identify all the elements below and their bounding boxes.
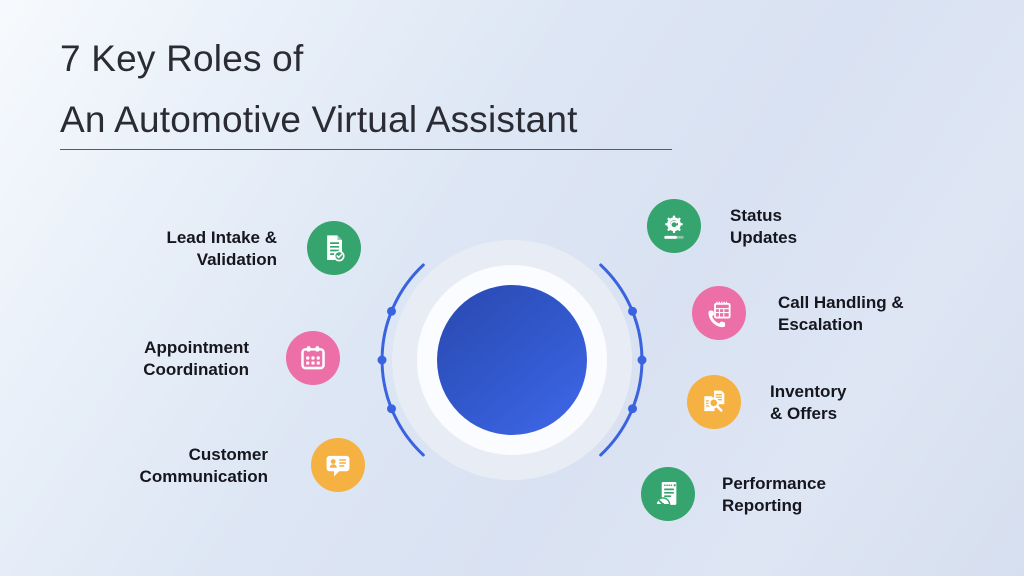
role-label-line1: Performance — [722, 474, 826, 493]
role-label-line2: Communication — [139, 466, 268, 486]
report-gauge-icon — [655, 482, 677, 506]
appointment-coordination-badge — [286, 331, 340, 385]
role-label-status-updates: Status Updates — [730, 205, 797, 248]
chat-user-icon — [326, 455, 350, 477]
role-label-line1: Status — [730, 206, 782, 225]
role-label-line1: Inventory — [770, 382, 847, 401]
lead-intake-validation-badge — [307, 221, 361, 275]
title-underline — [60, 149, 672, 150]
gear-sync-icon — [664, 215, 684, 239]
role-label-line1: Call Handling & — [778, 293, 904, 312]
role-label-customer-communication: Customer Communication — [140, 444, 268, 487]
call-handling-escalation-badge — [692, 286, 746, 340]
role-label-line1: Appointment — [144, 338, 249, 357]
arc-dots — [377, 306, 647, 414]
right-arc — [599, 263, 644, 457]
customer-communication-badge — [311, 438, 365, 492]
calendar-icon — [301, 346, 325, 370]
phone-calendar-icon — [708, 301, 731, 328]
role-label-line2: & Offers — [770, 403, 838, 423]
role-label-inventory-offers: Inventory & Offers — [770, 381, 847, 424]
docs-search-icon — [704, 390, 725, 412]
role-label-line2: Updates — [730, 227, 798, 247]
performance-reporting-badge — [641, 467, 695, 521]
role-label-line1: Customer — [188, 445, 268, 464]
role-label-line2: Escalation — [778, 314, 864, 334]
role-label-line2: Reporting — [722, 495, 803, 515]
role-label-line2: Coordination — [143, 359, 249, 379]
left-arc — [380, 263, 425, 457]
role-label-line2: Validation — [196, 249, 277, 269]
center-circle — [437, 285, 587, 435]
role-label-lead-intake-validation: Lead Intake & Validation — [166, 227, 277, 270]
role-label-call-handling-escalation: Call Handling & Escalation — [778, 292, 904, 335]
center-arcs — [377, 263, 647, 457]
role-label-performance-reporting: Performance Reporting — [722, 473, 826, 516]
page-title: 7 Key Roles of An Automotive Virtual Ass… — [60, 28, 578, 150]
page-title-line2: An Automotive Virtual Assistant — [60, 99, 578, 140]
role-label-appointment-coordination: Appointment Coordination — [143, 337, 249, 380]
document-check-icon — [327, 235, 345, 262]
page-title-line1: 7 Key Roles of — [60, 38, 304, 79]
status-updates-badge — [647, 199, 701, 253]
inventory-offers-badge — [687, 375, 741, 429]
role-label-line1: Lead Intake & — [166, 228, 277, 247]
